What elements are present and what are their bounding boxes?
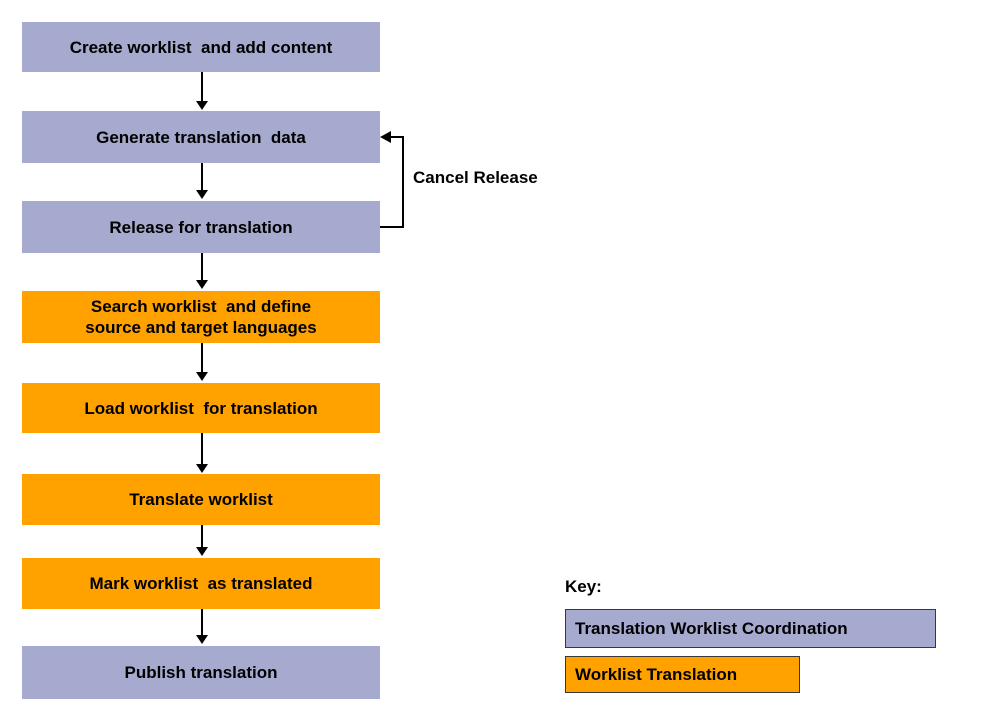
down-arrow-icon	[196, 163, 208, 199]
left-arrow-icon	[380, 131, 391, 143]
flow-step-generate-translation-data: Generate translation data	[22, 111, 380, 163]
flow-step-create-worklist: Create worklist and add content	[22, 22, 380, 72]
flow-step-search-worklist: Search worklist and define source and ta…	[22, 291, 380, 343]
flow-step-release-for-translation: Release for translation	[22, 201, 380, 253]
cancel-release-label: Cancel Release	[413, 168, 538, 187]
down-arrow-icon	[196, 72, 208, 110]
flow-step-publish-translation: Publish translation	[22, 646, 380, 699]
key-item-translation-worklist-coordination: Translation Worklist Coordination	[565, 609, 936, 648]
cancel-release-loop-segment	[380, 226, 404, 228]
down-arrow-icon	[196, 525, 208, 556]
cancel-release-loop-segment	[391, 136, 404, 138]
down-arrow-icon	[196, 253, 208, 289]
down-arrow-icon	[196, 343, 208, 381]
flow-step-translate-worklist: Translate worklist	[22, 474, 380, 525]
key-title: Key:	[565, 577, 602, 596]
flow-step-load-worklist: Load worklist for translation	[22, 383, 380, 433]
down-arrow-icon	[196, 433, 208, 473]
flow-step-mark-worklist-translated: Mark worklist as translated	[22, 558, 380, 609]
cancel-release-loop-segment	[402, 136, 404, 227]
down-arrow-icon	[196, 609, 208, 644]
key-item-worklist-translation: Worklist Translation	[565, 656, 800, 693]
